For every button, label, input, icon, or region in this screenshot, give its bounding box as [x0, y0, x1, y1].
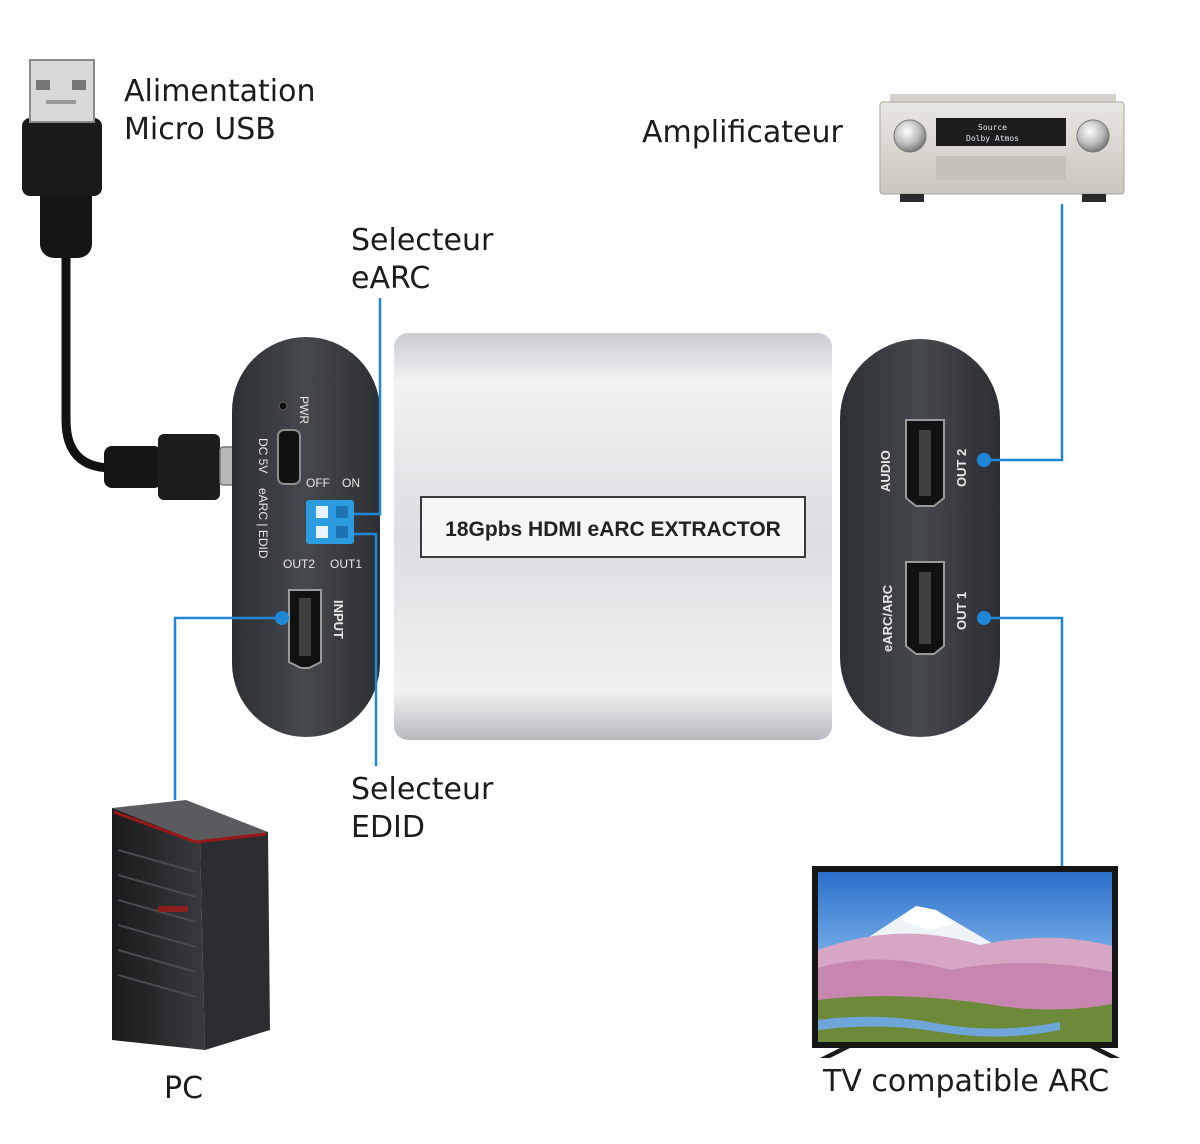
hdmi-out1-port-icon: [905, 561, 945, 655]
connector-lines: [173, 204, 1064, 866]
power-led-icon: [278, 401, 288, 411]
out1-port-label: OUT 1: [954, 592, 969, 630]
edid-selector-line: [354, 532, 378, 766]
earc-selector-line: [354, 298, 382, 516]
out2-port-label: OUT 2: [954, 449, 969, 487]
on-label: ON: [342, 476, 360, 490]
amplifier-label: Amplificateur: [642, 115, 843, 150]
device-title: 18Gpbs HDMI eARC EXTRACTOR: [445, 518, 781, 541]
amp-display-line-1: Source: [978, 123, 1007, 132]
edid-selector-label: Selecteur EDID: [351, 772, 494, 845]
tv-icon: [812, 866, 1120, 1058]
pc-tower-icon: [112, 800, 270, 1050]
amp-to-out2-line: [984, 204, 1064, 462]
power-label: Alimentation Micro USB: [124, 74, 316, 147]
amplifier-icon: Source Dolby Atmos: [879, 94, 1125, 202]
hdmi-out2-port-icon: [905, 419, 945, 507]
pwr-label: PWR: [297, 396, 311, 424]
dc5v-label: DC 5V: [256, 438, 270, 473]
off-label: OFF: [306, 476, 330, 490]
input-label: INPUT: [331, 600, 346, 639]
pc-label: PC: [164, 1071, 204, 1106]
tv-label: TV compatible ARC: [823, 1064, 1110, 1099]
pc-to-input-line: [173, 616, 282, 800]
hdmi-input-port-icon: [288, 589, 322, 669]
micro-usb-port-icon: [277, 429, 301, 485]
dip-switch[interactable]: [306, 500, 354, 544]
earc-arc-label: eARC/ARC: [880, 584, 895, 652]
out1-switch-label: OUT1: [330, 557, 362, 571]
connector-dots: [275, 453, 991, 625]
out2-switch-label: OUT2: [283, 557, 315, 571]
earc-selector-label: Selecteur eARC: [351, 223, 494, 296]
tv-to-out1-line: [984, 616, 1064, 866]
audio-label: AUDIO: [878, 450, 893, 492]
usb-cable-icon: [22, 59, 251, 500]
extractor-device: 18Gpbs HDMI eARC EXTRACTOR PWR DC 5V eAR…: [232, 333, 1000, 740]
earc-edid-label: eARC | EDID: [256, 488, 270, 559]
amp-display-line-2: Dolby Atmos: [966, 134, 1019, 143]
